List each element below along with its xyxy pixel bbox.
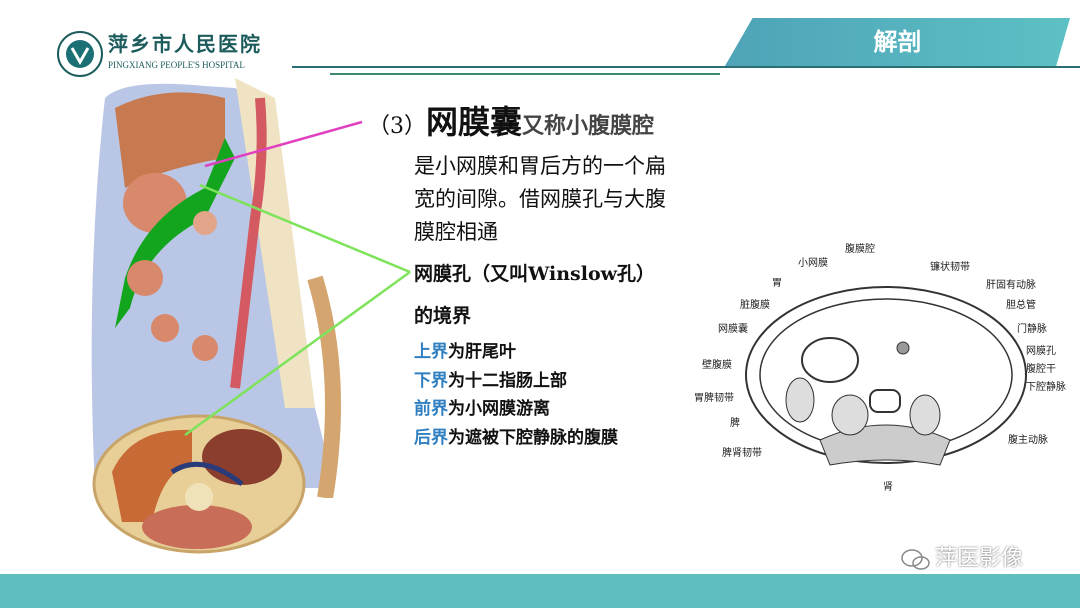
title-main: 网膜囊 xyxy=(426,103,523,141)
boundary-key: 下界 xyxy=(414,370,448,391)
diagram-label: 壁腹膜 xyxy=(702,360,732,371)
boundary-item: 前界为小网膜游离 xyxy=(414,395,618,424)
axial-anatomy-illustration xyxy=(92,414,306,554)
slide-title: （3）网膜囊又称小腹膜腔 xyxy=(368,102,654,147)
boundary-text: 为小网膜游离 xyxy=(448,399,550,419)
wechat-icon xyxy=(901,549,930,570)
hospital-name-cn: 萍乡市人民医院 xyxy=(108,32,262,56)
section-tab: 解剖 xyxy=(725,18,1070,66)
boundary-text: 为十二指肠上部 xyxy=(448,370,567,391)
boundary-text: 为遮被下腔静脉的腹膜 xyxy=(448,427,618,448)
green-arrow-lower xyxy=(184,270,411,437)
diagram-label: 肝固有动脉 xyxy=(986,280,1036,291)
hospital-name-en: PINGXIANG PEOPLE'S HOSPITAL xyxy=(108,60,245,70)
cross-section-diagram: 小网膜 腹膜腔 胃 镰状韧带 肝固有动脉 脏腹膜 胆总管 网膜囊 门静脉 网膜孔… xyxy=(690,240,1080,500)
diagram-label: 腹腔干 xyxy=(1026,364,1056,375)
diagram-label: 脾 xyxy=(730,418,740,429)
brand-watermark: 萍医影像 xyxy=(935,546,1024,571)
diagram-label: 脾肾韧带 xyxy=(722,448,762,459)
section-tab-label: 解剖 xyxy=(873,28,922,56)
description-line: 宽的间隙。借网膜孔与大腹 xyxy=(414,187,666,211)
footer-bar xyxy=(0,574,1080,608)
header-divider xyxy=(292,66,1080,68)
description-line: 膜腔相通 xyxy=(414,220,498,244)
title-number: （3） xyxy=(368,114,426,139)
boundary-item: 后界为遮被下腔静脉的腹膜 xyxy=(414,424,618,453)
diagram-label: 腹膜腔 xyxy=(845,244,875,255)
boundary-list: 上界为肝尾叶 下界为十二指肠上部 前界为小网膜游离 后界为遮被下腔静脉的腹膜 xyxy=(414,338,618,452)
boundary-key: 上界 xyxy=(414,342,448,362)
diagram-label: 网膜孔 xyxy=(1026,346,1056,357)
diagram-label: 镰状韧带 xyxy=(930,262,970,273)
description-line: 是小网膜和胃后方的一个扁 xyxy=(414,154,666,178)
diagram-label: 肾 xyxy=(883,482,893,493)
pink-arrow xyxy=(204,120,363,168)
foramen-heading-2: 的境界 xyxy=(414,305,472,327)
diagram-label: 门静脉 xyxy=(1017,324,1047,335)
boundary-key: 后界 xyxy=(414,427,448,448)
hospital-logo-icon xyxy=(57,31,103,77)
diagram-label: 胆总管 xyxy=(1006,300,1036,311)
sagittal-anatomy-illustration xyxy=(91,78,341,498)
boundary-item: 上界为肝尾叶 xyxy=(414,338,618,367)
header-divider-secondary xyxy=(330,73,720,75)
cross-section-drawing xyxy=(745,286,1027,466)
diagram-label: 小网膜 xyxy=(798,258,828,269)
boundary-text: 为肝尾叶 xyxy=(448,342,516,362)
diagram-label: 下腔静脉 xyxy=(1026,382,1066,393)
foramen-heading: 网膜孔（又叫Winslow孔） xyxy=(414,263,655,285)
diagram-label: 胃脾韧带 xyxy=(694,393,734,404)
green-arrow-upper xyxy=(199,183,411,274)
diagram-label: 网膜囊 xyxy=(718,324,748,335)
diagram-label: 脏腹膜 xyxy=(740,300,770,311)
diagram-label: 胃 xyxy=(772,278,782,289)
boundary-item: 下界为十二指肠上部 xyxy=(414,367,618,396)
title-subtitle: 又称小腹膜腔 xyxy=(522,113,655,139)
boundary-key: 前界 xyxy=(414,399,448,419)
diagram-label: 腹主动脉 xyxy=(1008,435,1048,446)
